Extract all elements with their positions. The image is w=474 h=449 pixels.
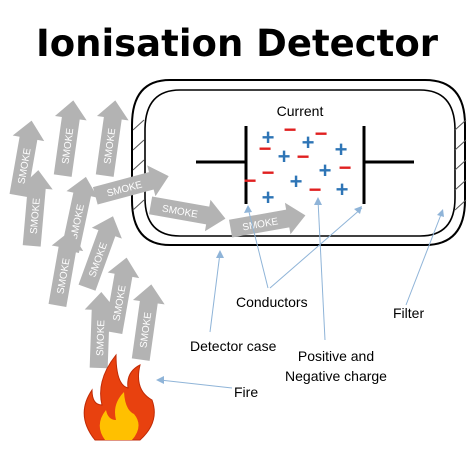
smoke-arrows: SMOKE SMOKE SMOKE SMOKE SMOKE SMOKE SMOK… [9,100,306,369]
smoke-arrow: SMOKE [20,170,53,247]
label-fire: Fire [234,384,258,400]
negative-charge: − [339,155,352,180]
smoke-arrow: SMOKE [92,165,169,205]
negative-charge: − [309,177,322,202]
smoke-arrow-label: SMOKE [102,127,118,165]
detector-case-inner [144,89,456,237]
charges-group: + − + − + − + − + − − + − + − + [244,117,352,210]
smoke-arrow: SMOKE [48,230,84,307]
smoke-arrow: SMOKE [131,284,165,361]
label-charge-line2: Negative charge [285,368,387,384]
negative-charge: − [244,168,257,193]
label-charge-line1: Positive and [298,348,374,364]
conductor-left [196,126,248,204]
smoke-arrow: SMOKE [95,100,129,177]
smoke-arrow: SMOKE [84,292,117,369]
leader-arrowheads [156,197,444,384]
negative-charge: − [262,160,275,185]
positive-charge: + [290,169,303,194]
smoke-arrow: SMOKE [104,257,140,334]
smoke-arrow: SMOKE [149,196,226,232]
diagram-title: Ionisation Detector [36,22,439,65]
smoke-arrow: SMOKE [9,120,45,197]
smoke-arrow-label: SMOKE [29,197,43,234]
positive-charge: + [336,177,349,202]
positive-charge: + [278,144,291,169]
filter-hatch-left [132,119,145,211]
smoke-arrow-label: SMOKE [138,311,154,349]
leader-lines [159,199,443,389]
positive-charge: + [335,137,348,162]
negative-charge: − [297,144,310,169]
positive-charge: + [262,185,275,210]
smoke-arrow-label: SMOKE [60,127,76,165]
label-conductors: Conductors [236,294,308,310]
negative-charge: − [284,117,297,142]
fire-icon [83,353,155,441]
negative-charge: − [315,121,328,146]
conductor-right [362,126,414,204]
positive-charge: + [262,125,275,150]
label-current: Current [277,103,324,119]
positive-charge: + [302,130,315,155]
filter-hatch-right [454,119,467,211]
label-filter: Filter [393,305,424,321]
label-detector-case: Detector case [190,338,277,354]
detector-case-outer [131,79,466,246]
smoke-arrow: SMOKE [53,100,87,177]
negative-charge: − [259,136,272,161]
positive-charge: + [319,158,332,183]
smoke-arrow-label: SMOKE [95,319,107,356]
